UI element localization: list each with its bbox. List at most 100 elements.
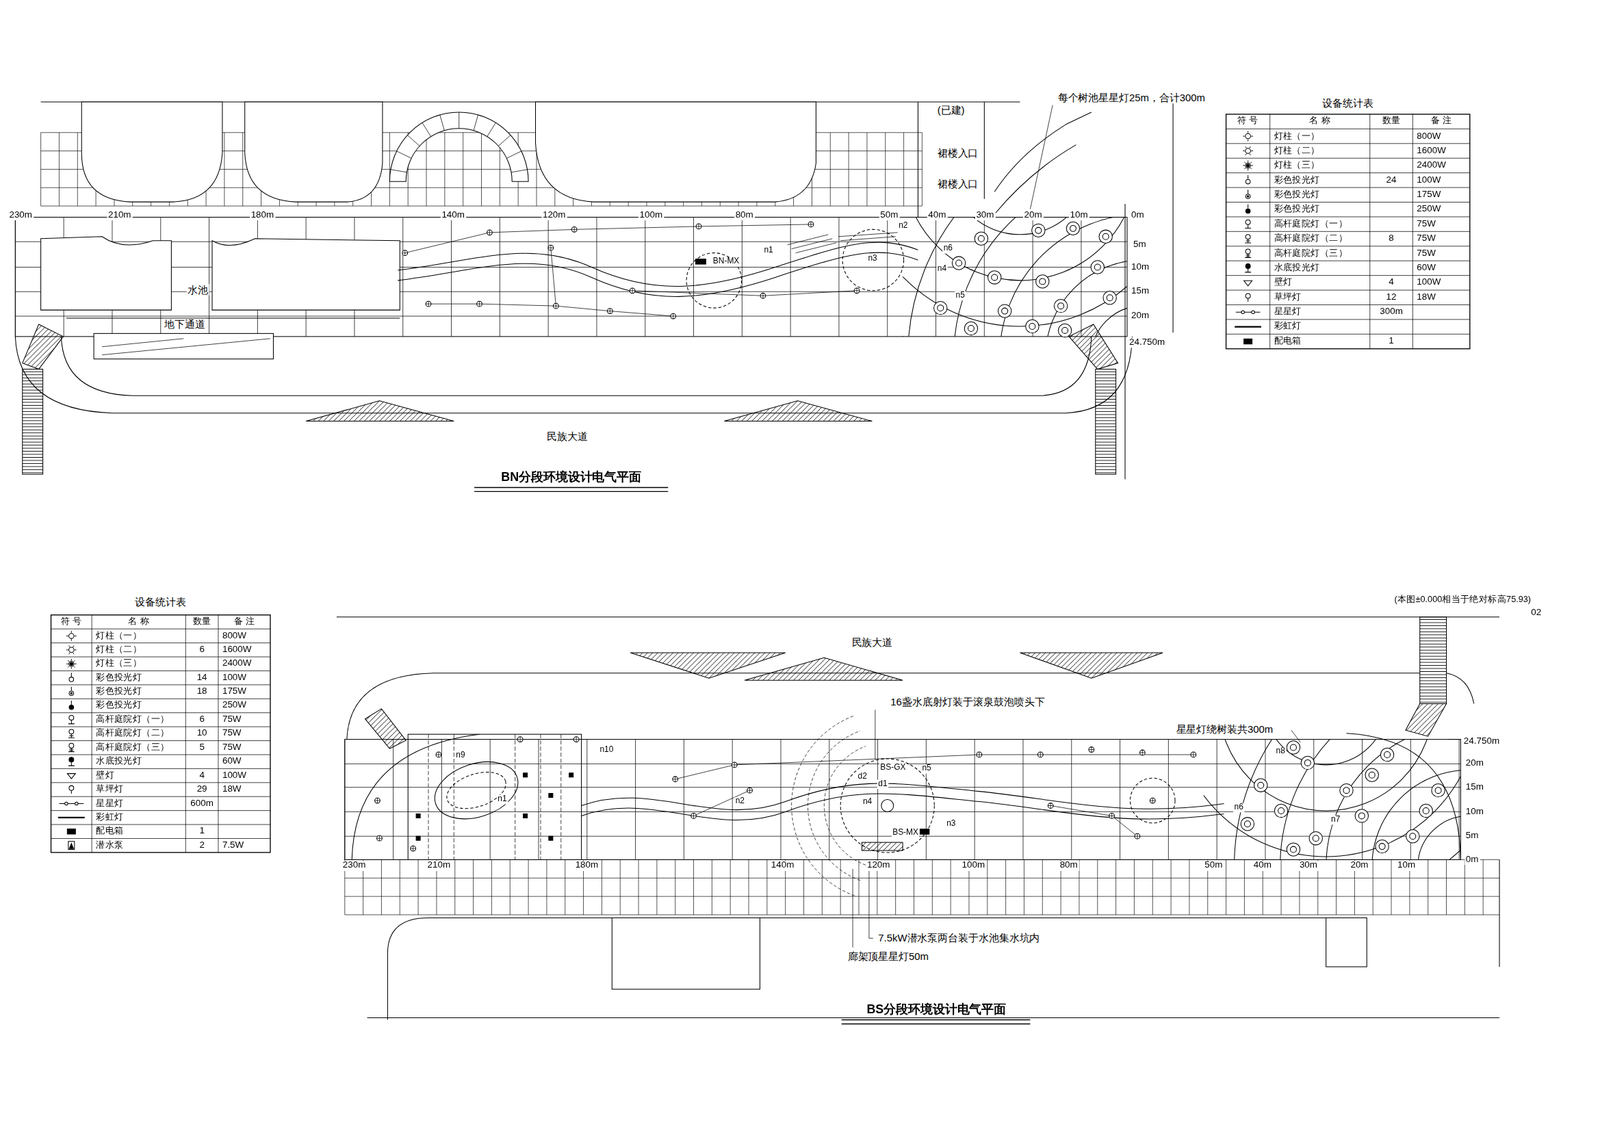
drawing-line	[51, 615, 271, 853]
drawing-line	[902, 216, 1128, 337]
drawing-line	[1190, 752, 1197, 758]
drawing-line	[22, 324, 64, 370]
drawing-line	[1218, 739, 1434, 811]
drawing-line	[1339, 783, 1353, 797]
drawing-line	[1244, 338, 1253, 344]
drawing-line	[41, 236, 172, 311]
entrance-label: 裙楼入口	[936, 177, 980, 189]
drawing-line	[1245, 219, 1251, 225]
drawing-line	[427, 752, 526, 829]
table-cell: 800W	[221, 630, 248, 642]
drawing-line	[994, 112, 1092, 215]
drawing-line	[410, 845, 417, 852]
drawing-line	[244, 101, 383, 202]
axis-label: 40m	[1252, 860, 1273, 872]
drawing-line	[1378, 843, 1386, 850]
bn-plan	[15, 0, 1470, 592]
drawing-line	[1257, 782, 1264, 789]
drawing-line	[1417, 815, 1462, 860]
drawing-line	[402, 250, 408, 256]
table-cell: 6	[198, 715, 206, 726]
area-label: 水池	[186, 284, 210, 295]
drawing-line	[68, 734, 75, 739]
drawing-line	[1246, 164, 1249, 167]
drawing-line	[1247, 189, 1249, 194]
drawing-line	[1190, 752, 1197, 758]
table-cell: 灯柱（三）	[95, 659, 144, 670]
drawing-line	[747, 787, 753, 794]
axis-label: 10m	[1464, 806, 1485, 818]
drawing-line	[1149, 797, 1156, 804]
table-cell: 8	[1387, 234, 1395, 245]
table-cell: 星星灯	[1272, 307, 1303, 318]
drawing-line	[823, 746, 866, 866]
drawing-line	[69, 743, 74, 748]
drawing-line	[724, 401, 872, 422]
drawing-line	[881, 800, 894, 813]
drawing-line	[999, 216, 1128, 337]
drawing-line	[442, 765, 511, 816]
drawing-line	[68, 747, 75, 753]
drawing-line	[212, 238, 400, 311]
circuit-tag: n6	[942, 244, 954, 254]
table-cell: 灯柱（二）	[95, 644, 144, 655]
table-cell: 1	[198, 826, 206, 837]
drawing-line	[68, 841, 75, 850]
drawing-line	[977, 235, 985, 242]
drawing-line	[416, 813, 421, 818]
drawing-line	[1365, 768, 1379, 782]
table-cell: 6	[198, 644, 206, 655]
drawing-line	[629, 288, 636, 294]
table-cell: 高杆庭院灯（三）	[95, 742, 171, 753]
drawing-line	[1244, 268, 1251, 273]
drawing-line	[1234, 325, 1262, 328]
drawing-line	[1234, 739, 1462, 861]
drawing-line	[976, 752, 983, 758]
drawing-line	[548, 244, 554, 251]
axis-label: 20m	[1129, 311, 1150, 322]
drawing-line	[672, 776, 679, 783]
drawing-line	[670, 313, 677, 319]
table-cell: 彩虹灯	[95, 812, 125, 823]
drawing-line	[1244, 280, 1253, 286]
axis-label: 210m	[426, 860, 452, 872]
drawing-line	[1278, 807, 1285, 814]
drawing-line	[1245, 148, 1251, 154]
axis-label: 5m	[1464, 831, 1480, 842]
drawing-line	[68, 719, 75, 725]
drawing-line	[1244, 239, 1251, 244]
table-header: 符 号	[60, 617, 84, 628]
table-header: 名 称	[127, 617, 151, 628]
drawing-line	[476, 301, 483, 307]
drawing-line	[487, 229, 493, 236]
drawing-line	[1134, 833, 1141, 840]
drawing-line	[548, 836, 553, 841]
drawing-line	[1286, 843, 1300, 857]
axis-label: 40m	[927, 210, 948, 221]
note-text: 每个树池星星灯25m，合计300m	[1056, 92, 1206, 104]
drawing-line	[410, 845, 417, 852]
drawing-line	[1245, 162, 1251, 168]
drawing-line	[101, 338, 271, 356]
drawing-line	[976, 752, 983, 758]
drawing-line	[573, 737, 579, 743]
axis-label: 15m	[1129, 286, 1150, 298]
axis-label: 30m	[1298, 860, 1319, 872]
drawing-line	[581, 793, 1225, 821]
drawing-line	[808, 221, 814, 228]
drawing-line	[1029, 323, 1036, 330]
drawing-line	[1244, 821, 1251, 828]
drawing-line	[1091, 305, 1128, 337]
drawing-line	[917, 101, 985, 217]
drawing-line	[571, 226, 577, 232]
drawing-line	[67, 829, 76, 835]
drawing-line	[435, 752, 442, 758]
drawing-line	[808, 221, 814, 228]
drawing-line	[58, 803, 84, 805]
drawing-line	[854, 288, 860, 294]
drawing-line	[70, 692, 72, 694]
circuit-tag: d2	[856, 772, 868, 782]
table-cell: 7.5W	[221, 840, 245, 851]
drawing-line	[841, 1020, 1031, 1025]
drawing-line	[988, 271, 1002, 285]
